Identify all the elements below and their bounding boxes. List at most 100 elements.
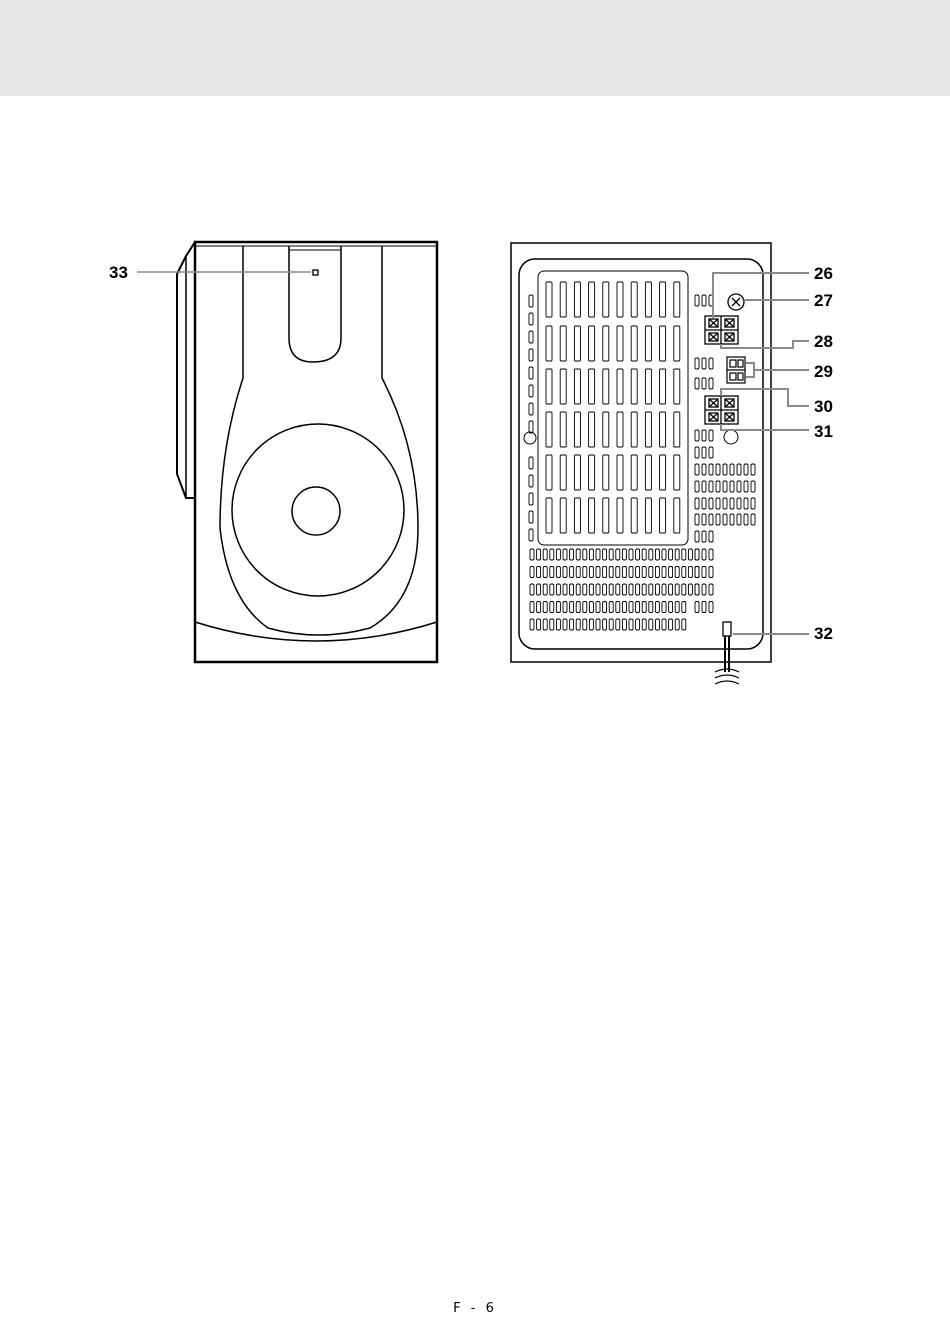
- vent-slot: [617, 455, 623, 490]
- vent-slot: [709, 549, 713, 560]
- vent-slot: [744, 514, 748, 525]
- vent-slot: [589, 584, 593, 595]
- vent-slot: [622, 567, 626, 578]
- vent-slot: [550, 549, 554, 560]
- vent-slot: [660, 369, 666, 404]
- mounting-hole-right: [724, 430, 738, 444]
- vent-slot: [583, 602, 587, 613]
- vent-slot: [529, 367, 533, 379]
- vent-slot: [642, 619, 646, 630]
- vent-slot: [702, 498, 706, 509]
- vent-slot: [589, 282, 595, 317]
- vent-slot: [617, 326, 623, 361]
- vent-slot: [529, 493, 533, 505]
- vent-slot: [609, 567, 613, 578]
- vent-slot: [546, 282, 552, 317]
- vent-slot: [563, 584, 567, 595]
- vent-slot: [631, 412, 637, 447]
- vent-slot: [589, 567, 593, 578]
- vent-slot: [603, 584, 607, 595]
- vent-slot: [560, 282, 566, 317]
- vent-slot: [596, 567, 600, 578]
- vent-slot: [660, 455, 666, 490]
- callout-30: 30: [814, 397, 833, 416]
- vent-slot: [695, 567, 699, 578]
- vent-slot: [617, 412, 623, 447]
- vent-slot: [560, 412, 566, 447]
- vent-slot: [660, 282, 666, 317]
- vent-slot: [596, 602, 600, 613]
- vent-slot: [669, 619, 673, 630]
- callout-32: 32: [814, 624, 833, 643]
- vent-slot: [682, 567, 686, 578]
- vent-slot: [574, 369, 580, 404]
- vent-slot: [645, 326, 651, 361]
- vent-slot: [546, 326, 552, 361]
- vent-slot: [617, 282, 623, 317]
- vent-slot: [744, 498, 748, 509]
- vent-slot: [695, 464, 699, 475]
- vent-slot: [596, 549, 600, 560]
- vent-slot: [529, 349, 533, 361]
- vent-slot: [550, 584, 554, 595]
- vent-slot: [682, 549, 686, 560]
- vent-slot: [629, 567, 633, 578]
- vent-slot: [616, 549, 620, 560]
- vent-slot: [674, 369, 680, 404]
- vent-slot: [537, 619, 541, 630]
- vent-slot: [702, 567, 706, 578]
- vent-slot: [556, 549, 560, 560]
- vent-slot: [574, 282, 580, 317]
- vent-slot: [669, 602, 673, 613]
- vent-slot: [723, 498, 727, 509]
- vent-slot: [702, 464, 706, 475]
- vent-slot: [709, 514, 713, 525]
- vent-slot: [655, 602, 659, 613]
- vent-slot: [589, 549, 593, 560]
- vent-slot: [629, 584, 633, 595]
- vent-slot: [574, 455, 580, 490]
- vent-slot: [669, 584, 673, 595]
- vent-slot: [662, 567, 666, 578]
- vent-slot: [603, 455, 609, 490]
- vent-slot: [616, 567, 620, 578]
- callout-29: 29: [814, 362, 833, 381]
- power-cord: [715, 622, 739, 684]
- vent-slot: [688, 584, 692, 595]
- vent-slot: [674, 326, 680, 361]
- vent-slot: [563, 619, 567, 630]
- vent-slot: [603, 567, 607, 578]
- vent-slot: [695, 430, 699, 441]
- vent-slot: [709, 378, 713, 389]
- vent-slot: [616, 584, 620, 595]
- vent-slot: [556, 619, 560, 630]
- connector-27: [728, 294, 744, 310]
- vent-slot: [529, 421, 533, 433]
- speaker-base-curve: [195, 622, 437, 641]
- vent-slot: [709, 430, 713, 441]
- vent-slot: [682, 602, 686, 613]
- vent-slot: [603, 369, 609, 404]
- vent-slot: [660, 412, 666, 447]
- vent-slot: [622, 584, 626, 595]
- vent-slot: [675, 602, 679, 613]
- vent-slot: [576, 549, 580, 560]
- vent-slot: [636, 619, 640, 630]
- vent-slot: [530, 602, 534, 613]
- vent-slot: [529, 529, 533, 541]
- vent-slot: [695, 584, 699, 595]
- vent-slot: [560, 369, 566, 404]
- vent-slot: [682, 619, 686, 630]
- vent-slot: [616, 619, 620, 630]
- vent-slot: [660, 326, 666, 361]
- vent-slot: [529, 511, 533, 523]
- vent-slot: [636, 584, 640, 595]
- vent-slot: [655, 584, 659, 595]
- vent-slot: [695, 549, 699, 560]
- vent-slot: [723, 464, 727, 475]
- callout-26: 26: [814, 264, 833, 283]
- vent-slot: [716, 498, 720, 509]
- vent-slot: [576, 584, 580, 595]
- vent-slot: [744, 464, 748, 475]
- vent-slot: [530, 567, 534, 578]
